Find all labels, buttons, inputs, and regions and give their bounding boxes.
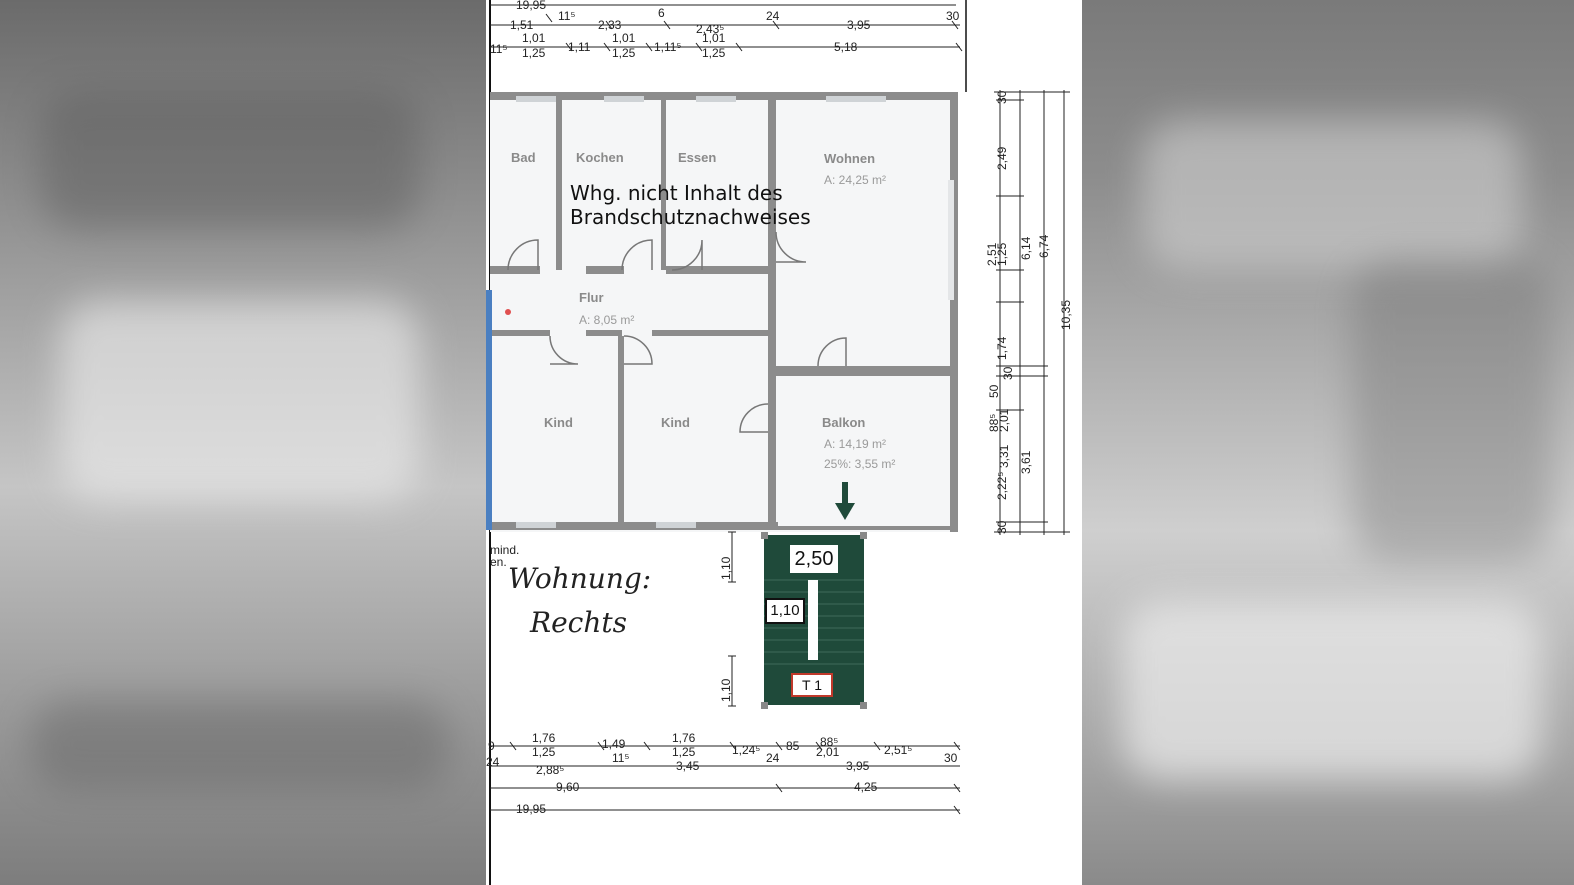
dim-top-r2b-1: 11⁵	[490, 42, 507, 56]
stair-width-label: 2,50	[790, 545, 838, 573]
dim-bottom-r1b-2: 1,25	[532, 745, 556, 759]
fire-protection-note: Whg. nicht Inhalt des Brandschutznachwei…	[570, 181, 811, 229]
dim-bottom-r1b-1: 9	[488, 739, 495, 753]
room-kind-2: Kind	[661, 415, 690, 430]
dim-top-r1-2: 11⁵	[558, 9, 575, 23]
room-balkon: Balkon	[822, 415, 865, 430]
handwritten-rechts: Rechts	[530, 606, 627, 639]
fire-protection-note-line-1: Whg. nicht Inhalt des	[570, 181, 783, 205]
dim-top-r1-1: 1,51	[510, 18, 534, 32]
dim-bottom-r3-2: 4,25	[854, 780, 878, 794]
apartment-walls	[486, 92, 958, 532]
dim-top-total: 19,95	[516, 0, 546, 12]
blurred-background-left	[0, 0, 490, 885]
dim-right-c3-2: 3,61	[1019, 450, 1033, 474]
door-swings	[507, 231, 847, 433]
room-kochen: Kochen	[576, 150, 624, 165]
dim-right-c2-1: 1,25	[995, 242, 1009, 266]
room-kind-1: Kind	[544, 415, 573, 430]
dim-bottom-r1a-1: 1,76	[532, 731, 556, 745]
dim-right-c5-1: 10,35	[1059, 300, 1073, 330]
stair-side-dim-bottom: 1,10	[719, 678, 733, 702]
handwritten-wohnung: Wohnung:	[508, 562, 652, 595]
dim-bottom-r1a-3: 88⁵	[820, 735, 838, 749]
dim-top-r2b-7: 5,18	[834, 40, 858, 54]
dim-right-c1-5: 50	[987, 384, 1001, 398]
down-arrow-icon	[835, 482, 855, 520]
dim-top-r2b-5: 1,11⁵	[654, 40, 681, 54]
room-wohnen: Wohnen	[824, 151, 875, 166]
dim-bottom-total: 19,95	[516, 802, 546, 816]
dim-right-c3-1: 6,14	[1019, 236, 1033, 260]
dim-bottom-r1b-5: 1,24⁵	[732, 743, 760, 757]
dim-top-r1-6: 24	[766, 9, 780, 23]
room-wohnen-area: A: 24,25 m²	[824, 173, 886, 187]
fire-protection-note-line-2: Brandschutznachweises	[570, 205, 811, 229]
dim-right-c2-4: 3,31	[997, 444, 1011, 468]
dim-top-r2a-2: 1,01	[612, 31, 636, 45]
dim-top-r1-7: 3,95	[847, 18, 871, 32]
dim-bottom-r2-3: 11⁵	[612, 751, 629, 765]
dim-top-r1-8: 30	[946, 9, 960, 23]
room-essen: Essen	[678, 150, 716, 165]
note-mind: mind.	[490, 543, 519, 557]
dim-bottom-r2-2: 2,88⁵	[536, 763, 564, 777]
dim-top-r1-5: 2,43⁵	[696, 22, 724, 36]
room-flur-area: A: 8,05 m²	[579, 313, 634, 327]
room-bad: Bad	[511, 150, 536, 165]
dim-bottom-r1b-4: 1,25	[672, 745, 696, 759]
dim-right-c1-3: 2,51	[985, 242, 999, 266]
room-balkon-percent: 25%: 3,55 m²	[824, 457, 895, 471]
top-dimensions	[490, 4, 963, 52]
room-balkon-area: A: 14,19 m²	[824, 437, 886, 451]
smoke-detector-icon	[505, 309, 511, 315]
dim-top-r2a-1: 1,01	[522, 31, 546, 45]
dim-bottom-r2-5: 24	[766, 751, 780, 765]
blurred-background-right	[1082, 0, 1574, 885]
note-en: en.	[490, 555, 507, 569]
dim-bottom-r2-7: 30	[944, 751, 958, 765]
dim-top-r2a-3: 1,01	[702, 31, 726, 45]
dim-right-c2-2: 30	[1001, 366, 1015, 380]
dim-right-c2-3: 2,01	[997, 408, 1011, 432]
stair-side-dimensions	[728, 531, 736, 707]
dim-right-c1-2: 2,49	[995, 146, 1009, 170]
dim-bottom-r1a-2: 1,76	[672, 731, 696, 745]
dim-top-r1-4: 6	[658, 6, 665, 20]
dim-bottom-r2-1: 24	[486, 755, 500, 769]
dim-right-c1-6: 88⁵	[987, 414, 1001, 432]
dim-bottom-r3-1: 9,60	[556, 780, 580, 794]
stair-inner-label: 1,10	[765, 598, 805, 624]
dim-bottom-r2-6: 3,95	[846, 759, 870, 773]
dim-right-c1-4: 1,74	[995, 336, 1009, 360]
dim-bottom-r2-4: 3,45	[676, 759, 700, 773]
dim-bottom-r1b-6: 85	[786, 739, 800, 753]
windows	[516, 96, 954, 528]
dim-top-r2b-2: 1,25	[522, 46, 546, 60]
bottom-dimensions	[490, 741, 961, 815]
dim-bottom-r1b-3: 1,49	[602, 737, 626, 751]
dim-right-c4-1: 6,74	[1037, 234, 1051, 258]
dim-right-c1-1: 30	[995, 90, 1009, 104]
floor-plan-drawing: Bad Kochen Essen Wohnen A: 24,25 m² Flur…	[486, 0, 1073, 885]
dim-bottom-r1b-8: 2,51⁵	[884, 743, 912, 757]
dim-right-c1-8: 30	[995, 520, 1009, 534]
right-dimensions	[994, 90, 1070, 535]
stair-side-dim-top: 1,10	[719, 556, 733, 580]
dim-top-r2b-4: 1,25	[612, 46, 636, 60]
dim-top-r1-3: 2,33	[598, 18, 622, 32]
room-flur: Flur	[579, 290, 604, 305]
dim-right-c1-7: 2,22⁵	[995, 472, 1009, 500]
dim-top-r2b-3: 1,11	[568, 40, 591, 54]
dim-bottom-r1b-7: 2,01	[816, 745, 840, 759]
stair-tag-t1: T 1	[791, 673, 833, 697]
floor-plan: Bad Kochen Essen Wohnen A: 24,25 m² Flur…	[486, 0, 1082, 885]
dim-top-r2b-6: 1,25	[702, 46, 726, 60]
